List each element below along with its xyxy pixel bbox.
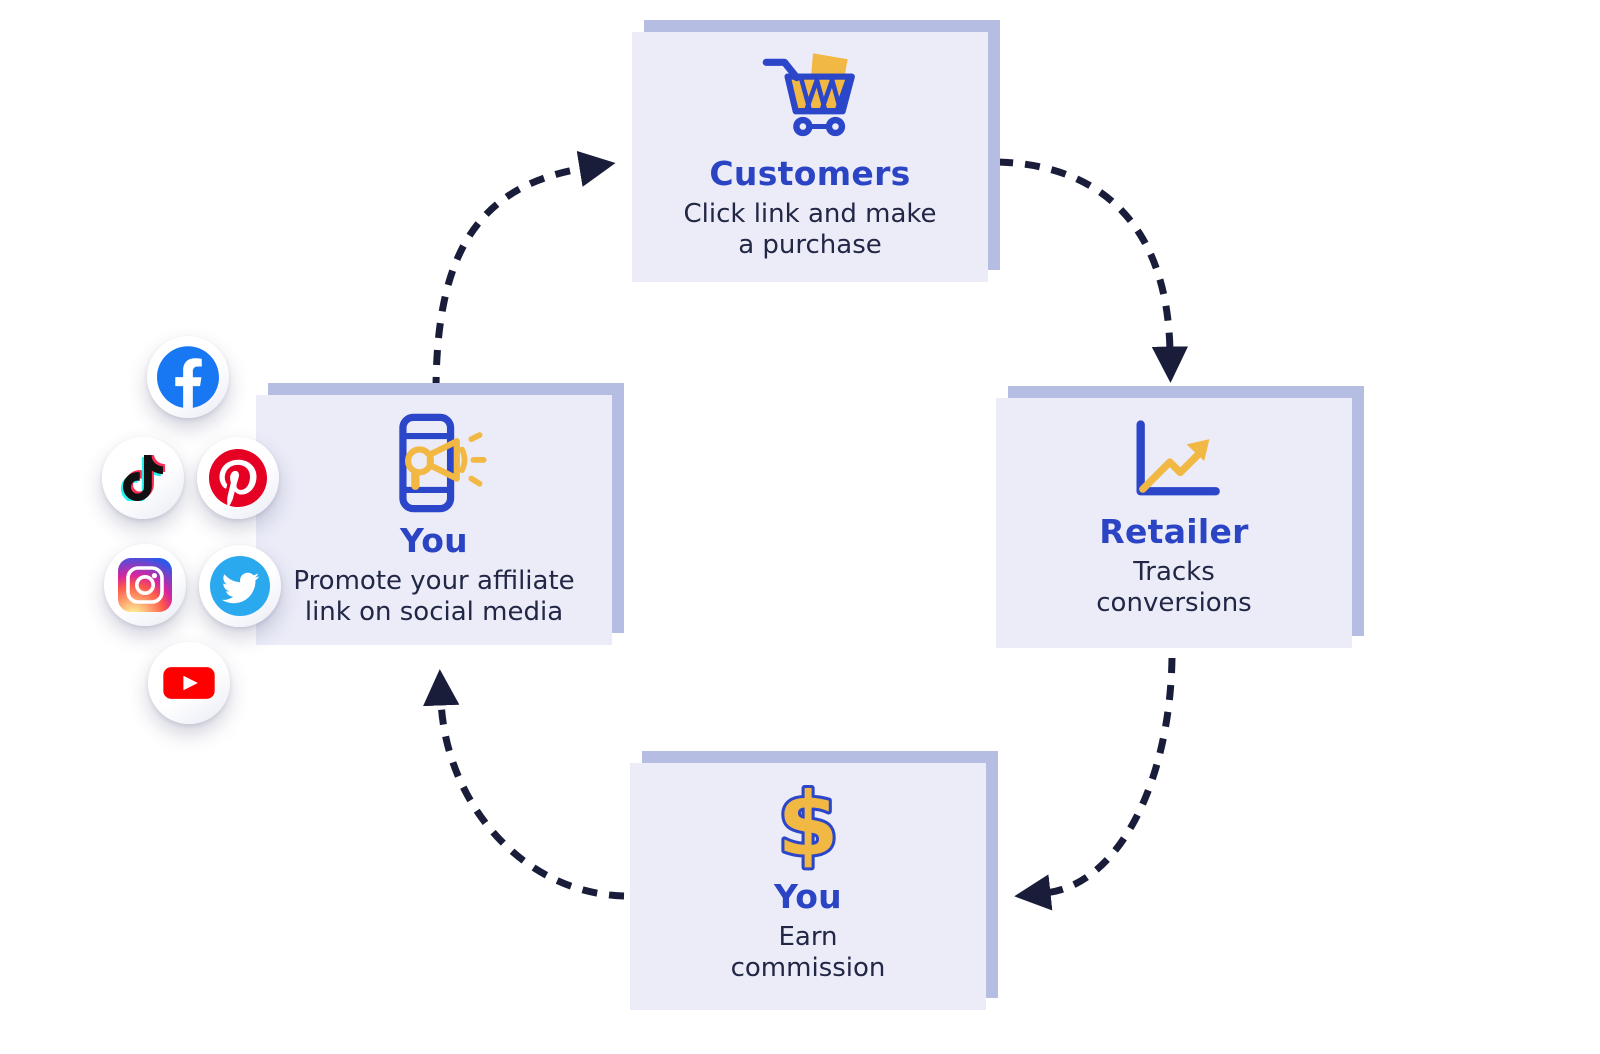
node-you-promote: You Promote your affiliate link on socia… (256, 395, 612, 645)
facebook-icon (147, 336, 229, 418)
node-you-earn: $ You Earn commission (630, 763, 986, 1010)
node-description: Click link and make a purchase (683, 199, 937, 260)
pinterest-icon (197, 437, 279, 519)
youtube-icon (148, 642, 230, 724)
arrow-customers-to-retailer (997, 158, 1189, 383)
phone-megaphone-icon (376, 409, 492, 517)
instagram-icon (104, 544, 186, 626)
node-title: Retailer (1099, 512, 1249, 551)
node-customers: Customers Click link and make a purchase (632, 32, 988, 282)
shopping-cart-icon (754, 46, 866, 150)
node-title: You (400, 521, 468, 560)
node-description: Promote your affiliate link on social me… (293, 566, 575, 627)
twitter-icon (199, 545, 281, 627)
svg-text:$: $ (777, 776, 838, 874)
node-title: You (774, 877, 842, 916)
arrow-retailer-to-earn (1014, 657, 1176, 911)
node-description: Tracks conversions (1096, 557, 1252, 618)
tiktok-icon (102, 437, 184, 519)
dollar-icon: $ (772, 776, 844, 874)
node-retailer: Retailer Tracks conversions (996, 398, 1352, 648)
instagram-tile (118, 558, 172, 612)
arrow-promote-to-customers (432, 150, 616, 393)
growth-chart-icon (1124, 412, 1224, 508)
node-description: Earn commission (730, 922, 886, 983)
node-title: Customers (709, 154, 911, 193)
arrow-earn-to-promote (423, 669, 625, 900)
